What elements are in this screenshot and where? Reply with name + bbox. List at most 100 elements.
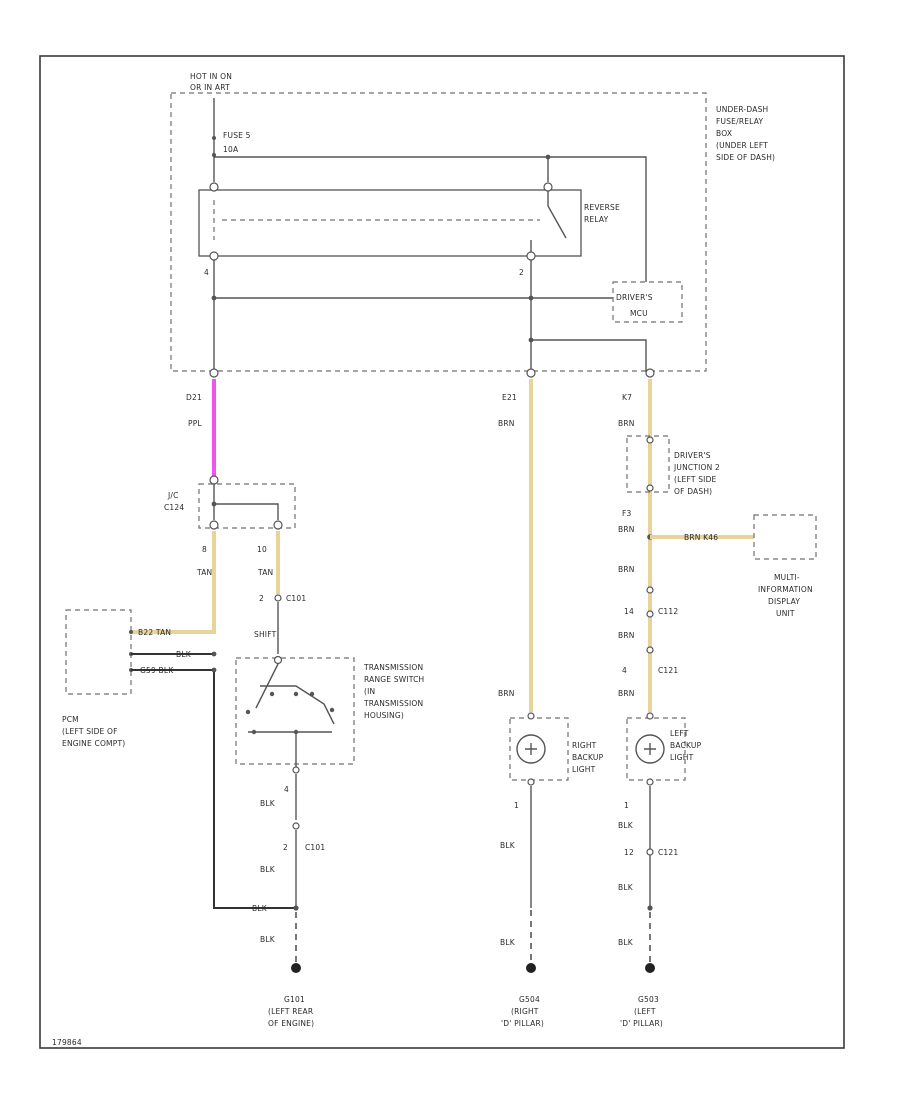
trans-label-2: RANGE SWITCH [364,675,424,684]
mcu-bus-junction-right [528,295,534,301]
c121-label: C121 [658,666,678,675]
left-light-pin-1: 1 [624,801,629,810]
relay-terminal-1 [209,182,219,192]
dj-label-3: (LEFT SIDE [674,475,717,484]
lbl-label-2: BACKUP [670,741,702,750]
jc-c124-box [198,483,296,529]
left-light-terminal-top [646,712,654,720]
jc-terminal-10 [273,520,283,530]
pcm-label-3: ENGINE COMPT) [62,739,125,748]
c101-top-pin: 2 [259,594,264,603]
fuse-box-line-2: FUSE/RELAY [716,117,763,126]
multi-info-display-box [753,514,817,560]
fuse-box-title: UNDER-DASH FUSE/RELAY BOX (UNDER LEFT SI… [716,105,775,162]
mcu-to-k7-junction [528,337,534,343]
c112-terminal [646,586,654,594]
g101-label-3: OF ENGINE) [268,1019,314,1028]
wire-label-brn-2: BRN [498,689,515,698]
switch-internals [248,663,335,733]
left-backup-light-box [626,717,686,781]
g503-label-2: (LEFT [634,1007,656,1016]
diagram-id: 179864 [52,1038,82,1047]
relay-terminal-3 [543,182,553,192]
pcm-wire-label-3: G59 BLK [140,666,174,675]
pcm-blk-joint [211,651,217,657]
c121-bottom-terminal [646,848,654,856]
relay-terminal-4 [209,251,219,261]
switch-contact-4 [329,707,335,713]
jc-label-1: J/C [167,491,179,500]
c101-bottom-pin: 2 [283,843,288,852]
wire-label-blk-9: BLK [618,938,634,947]
rbl-label-2: BACKUP [572,753,604,762]
fuse-terminal-bottom [212,153,216,157]
lbl-label-1: LEFT [670,729,689,738]
trans-label-3: (IN [364,687,375,696]
wire-label-brn-1: BRN [498,419,515,428]
relay-coil-link [213,200,540,240]
wire-label-tan-1: TAN [196,568,212,577]
switch-pin-4: 4 [284,785,289,794]
rbl-label-3: LIGHT [572,765,596,774]
fuse-box-line-1: UNDER-DASH [716,105,768,114]
wire-label-brn-6: BRN [618,631,635,640]
trans-label-1: TRANSMISSION [363,663,423,672]
wire-label-blk-1: BLK [260,799,276,808]
multi-label-3: DISPLAY [768,597,800,606]
wire-label-brn-7: BRN [618,689,635,698]
jc-terminal-8 [209,520,219,530]
c121-bottom-pin: 12 [624,848,634,857]
rbl-label-1: RIGHT [572,741,597,750]
transmission-switch-box [235,657,355,765]
wire-label-blk-8: BLK [618,883,634,892]
g503-label-3: 'D' PILLAR) [620,1019,663,1028]
relay-pin-4: 4 [204,268,209,277]
g101-label-2: (LEFT REAR [268,1007,313,1016]
g503-label-1: G503 [638,995,659,1004]
c101-top-label: C101 [286,594,306,603]
multi-label-1: MULTI- [774,573,800,582]
switch-contact-3 [309,691,315,697]
jc-pin-10: 10 [257,545,267,554]
pcm-wire-label-2: BLK [176,650,192,659]
fuse-relay-box-outline [170,92,707,372]
fuse-box-line-4: (UNDER LEFT [716,141,768,150]
jc-terminal-top [209,475,219,485]
wire-label-blk-5: BLK [500,841,516,850]
mcu-to-k7 [531,339,647,372]
fuse-rating: 10A [223,145,239,154]
g503-splice [647,905,653,911]
jc-label-2: C124 [164,503,184,512]
reverse-relay-body [198,189,582,257]
pcm-blk-wire-2 [131,669,296,909]
tan-wire-left [131,531,216,634]
drivers-junction-2-box [626,435,670,493]
wire-label-blk-6: BLK [500,938,516,947]
f3-label: F3 [622,509,632,518]
switch-terminal-top [273,655,283,665]
drivers-mcu-label-2: MCU [630,309,648,318]
wire-label-blk-4: BLK [260,935,276,944]
multi-label-4: UNIT [776,609,795,618]
fuse-box-line-5: SIDE OF DASH) [716,153,775,162]
relay-terminal-2 [526,251,536,261]
pcm-wire-label-1: B22 TAN [138,628,171,637]
c112-pin: 14 [624,607,634,616]
wire-label-brn-info: BRN K46 [684,533,718,542]
g504-label-1: G504 [519,995,540,1004]
hot-label-1: HOT IN ON [190,72,232,81]
g101-label-1: G101 [284,995,305,1004]
relay-label-2: RELAY [584,215,609,224]
wire-label-brn-4: BRN [618,525,635,534]
relay-label-1: REVERSE [584,203,620,212]
feed-bus [214,156,647,282]
g504-label-2: (RIGHT [511,1007,539,1016]
switch-contact-1 [269,691,275,697]
drivers-mcu-box [612,281,683,323]
fuse-box-line-3: BOX [716,129,732,138]
connector-e21: E21 [502,393,517,402]
c112-terminal-2 [646,610,654,618]
diagram-border [39,55,845,1049]
wire-label-tan-2: TAN [257,568,273,577]
